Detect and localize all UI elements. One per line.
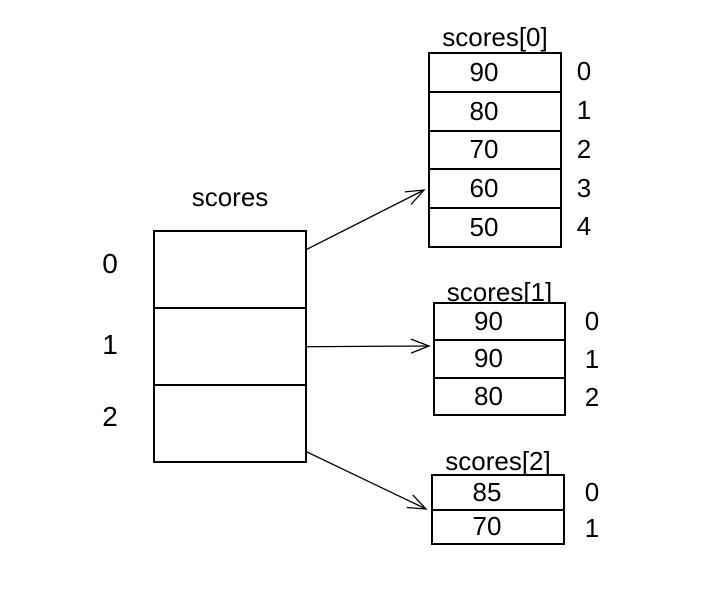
sub-array-0-title: scores[0] (442, 22, 548, 52)
row-index-label: 0 (584, 477, 600, 507)
row-index-label: 1 (576, 95, 592, 125)
value-cell: 90 (435, 339, 564, 376)
value-cell: 50 (430, 207, 560, 246)
sub-array-2-title: scores[2] (445, 446, 551, 476)
row-index-label: 1 (584, 513, 600, 543)
sub-array-0-box: 90 80 70 60 50 (428, 52, 562, 248)
main-index-label-2: 2 (102, 401, 118, 432)
value-cell: 85 (472, 476, 502, 507)
main-array-cell-0 (155, 232, 305, 307)
row-index-label: 1 (584, 344, 600, 374)
row-index-label: 0 (584, 306, 600, 336)
main-array-cell-2 (155, 384, 305, 461)
row-index-label: 2 (576, 134, 592, 164)
value-cell: 70 (430, 129, 560, 169)
row-index-label: 4 (576, 211, 592, 241)
main-array-box (153, 230, 307, 463)
value-cell: 80 (430, 90, 560, 130)
value-cell: 80 (435, 376, 564, 414)
main-index-label-0: 0 (102, 248, 118, 279)
row-index-label: 0 (576, 56, 592, 86)
sub-array-2-box: 85 70 (431, 474, 565, 545)
main-array-cell-1 (155, 307, 305, 384)
value-cell: 90 (469, 56, 499, 87)
value-cell: 70 (433, 508, 563, 544)
row-index-label: 2 (584, 382, 600, 412)
main-index-label-1: 1 (102, 329, 118, 360)
value-cell: 60 (430, 168, 560, 207)
row-index-label: 3 (576, 173, 592, 203)
main-array-title: scores (191, 182, 269, 212)
sub-array-1-box: 90 90 80 (433, 302, 566, 416)
value-cell: 90 (474, 306, 503, 337)
